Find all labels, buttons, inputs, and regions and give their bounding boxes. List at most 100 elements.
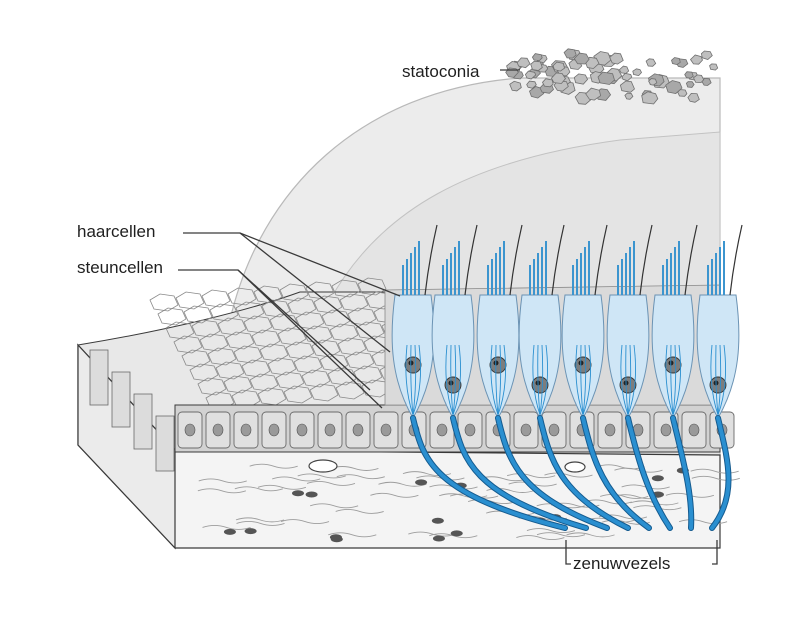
tissue-fiber: [280, 519, 330, 525]
kinocilium: [594, 224, 608, 296]
tissue-fiber: [678, 519, 728, 525]
nerve-ending: [450, 344, 454, 416]
surface-cell: [183, 305, 213, 324]
crystal: [618, 65, 630, 74]
nerve-ending: [717, 344, 722, 416]
crystal: [585, 87, 602, 101]
support-nucleus: [352, 423, 364, 437]
crystal: [597, 71, 615, 85]
tissue-fiber: [370, 492, 419, 498]
crystal: [693, 74, 705, 84]
surface-cell: [241, 359, 271, 378]
surface-cell: [209, 303, 239, 322]
leader-lines: [178, 69, 718, 565]
nerve-fibers: [410, 415, 732, 531]
tissue-fiber: [309, 503, 359, 509]
nerve-ending: [539, 344, 549, 416]
nerve-ending: [670, 344, 674, 416]
tissue-fiber: [202, 525, 251, 530]
crystal: [641, 91, 659, 105]
cell-nucleus: [709, 376, 727, 394]
tissue-fiber: [336, 474, 385, 480]
crystal: [563, 48, 577, 59]
surface-cell: [173, 335, 203, 354]
label-zenuwvezels: zenuwvezels: [573, 554, 670, 573]
tissue-fiber: [197, 488, 247, 494]
nerve-ending: [665, 344, 674, 416]
nerve-ending: [495, 344, 499, 416]
nerve-ending: [672, 344, 682, 416]
surface-cell: [181, 349, 211, 368]
crystal: [624, 92, 634, 100]
surface-cell: [235, 301, 265, 320]
crystal: [552, 61, 565, 72]
nerve-fiber: [451, 416, 588, 530]
support-nucleus: [268, 423, 280, 437]
surface-cell: [275, 371, 305, 390]
surface-cell: [191, 319, 221, 338]
nerve-fiber: [626, 416, 672, 530]
surface-cell: [149, 293, 179, 312]
cell-nucleus: [404, 356, 422, 374]
crystal: [689, 54, 703, 65]
surface-cell: [199, 333, 229, 352]
surface-cell: [345, 351, 375, 370]
statoconia-crystals: [505, 48, 719, 105]
surface-cell: [305, 281, 335, 300]
tissue-fiber: [235, 517, 285, 523]
tissue-fiber: [297, 473, 346, 479]
surface-cell: [157, 307, 187, 326]
surface-cell: [313, 295, 343, 314]
surface-cell: [261, 299, 291, 318]
crystal: [509, 80, 522, 92]
tissue-fiber: [257, 484, 307, 490]
tissue-fiber: [249, 463, 298, 469]
tissue-fiber: [236, 520, 285, 526]
tissue-fiber: [691, 475, 740, 481]
cell-nucleus: [444, 376, 462, 394]
support-nucleus: [212, 423, 224, 437]
crystal: [700, 50, 713, 60]
nerve-ending: [537, 344, 541, 416]
crystal: [709, 63, 719, 71]
surface-cell: [331, 279, 361, 298]
nerve-fiber: [411, 416, 567, 530]
surface-cell: [277, 327, 307, 346]
surface-cell: [311, 339, 341, 358]
tissue-fiber: [234, 486, 283, 492]
tissue-nucleus: [223, 528, 236, 535]
crystal: [671, 57, 681, 66]
surface-cell: [337, 337, 367, 356]
crystal: [530, 60, 543, 71]
cell-nucleus: [531, 376, 549, 394]
tissue-fiber: [479, 476, 528, 482]
label-steuncellen: steuncellen: [77, 258, 163, 277]
crystal: [550, 72, 566, 84]
surface-cell: [327, 367, 357, 386]
support-nucleus: [240, 423, 252, 437]
surface-cell: [309, 383, 339, 402]
crystal: [665, 80, 683, 95]
kinocilium: [464, 224, 478, 296]
surface-cell: [329, 323, 359, 342]
surface-cell: [279, 283, 309, 302]
nerve-fiber: [538, 416, 630, 530]
nerve-ending: [410, 344, 414, 416]
surface-cell: [215, 361, 245, 380]
crystal: [687, 92, 700, 103]
surface-cell: [251, 329, 281, 348]
tissue-nucleus: [244, 528, 257, 535]
crystal: [619, 80, 635, 93]
tissue-nucleus: [330, 536, 343, 543]
tissue-nucleus: [450, 530, 463, 537]
label-haarcellen: haarcellen: [77, 222, 155, 241]
supporting-cells: [89, 349, 735, 472]
surface-cell: [283, 385, 313, 404]
nerve-ending: [710, 344, 719, 416]
tissue-nucleus: [292, 490, 305, 497]
surface-cell: [249, 373, 279, 392]
support-nucleus: [184, 423, 196, 437]
surface-cell: [287, 297, 317, 316]
nerve-fiber: [710, 416, 731, 530]
